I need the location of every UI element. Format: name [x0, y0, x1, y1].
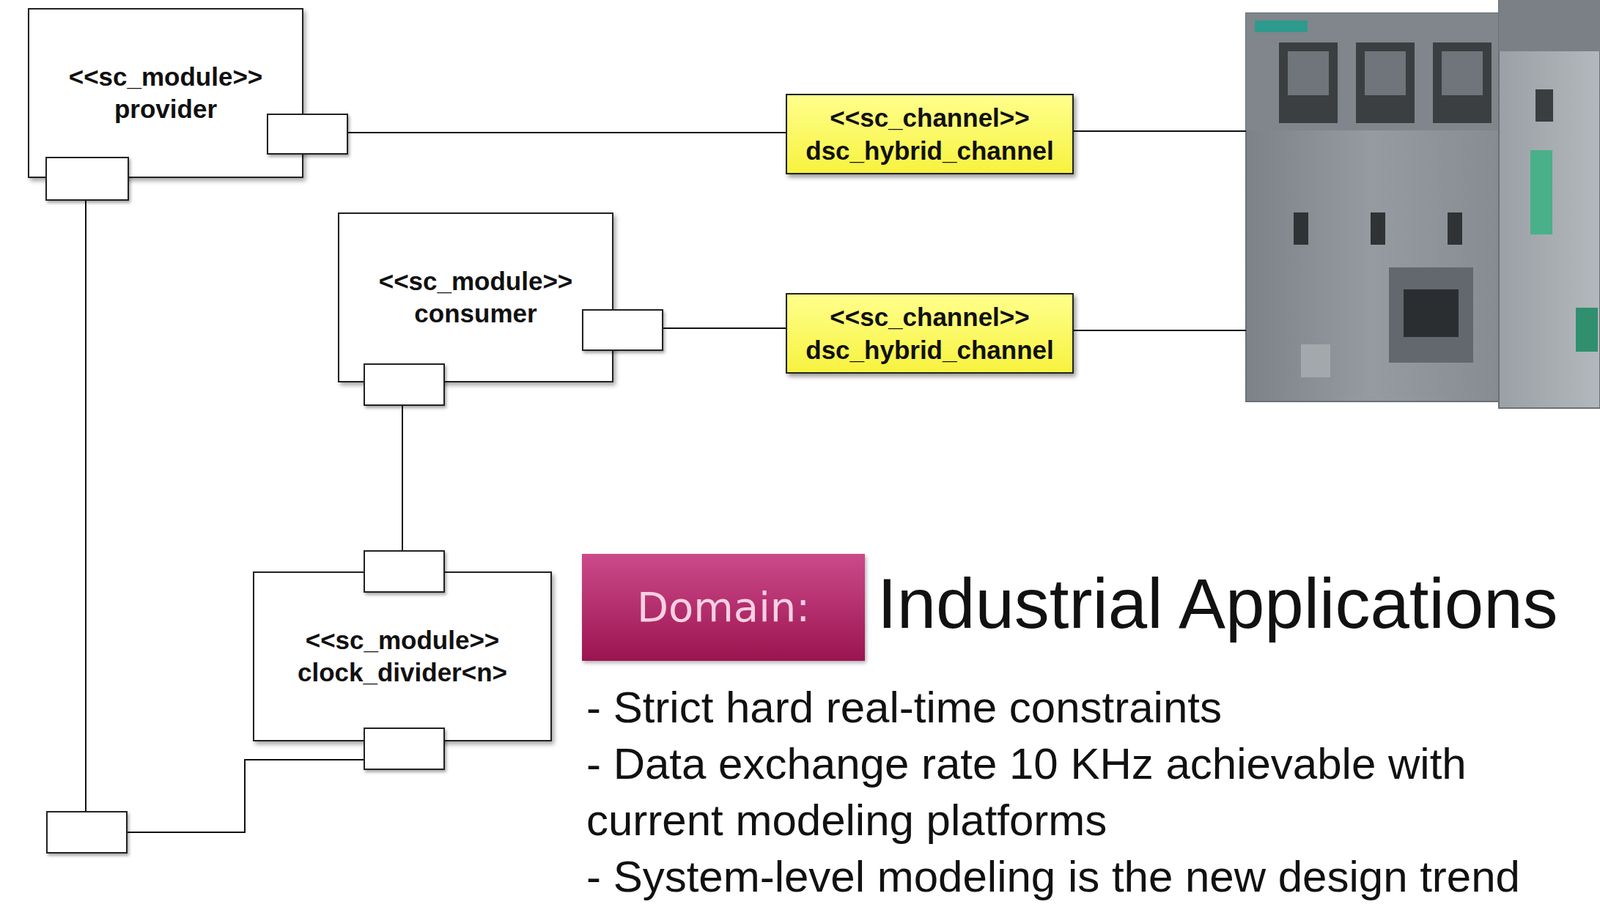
bullet-list: - Strict hard real-time constraints- Dat…	[586, 679, 1569, 906]
node-title: dsc_hybrid_channel	[805, 134, 1054, 168]
node-title: clock_divider<n>	[297, 656, 508, 689]
plc-illustration	[1245, 0, 1600, 409]
stereotype-text: <<sc_channel>>	[829, 300, 1030, 334]
channel-box: <<sc_channel>>dsc_hybrid_channel	[785, 93, 1074, 175]
node-title: dsc_hybrid_channel	[805, 333, 1054, 367]
module-box: <<sc_module>>clock_divider<n>	[252, 571, 552, 742]
stereotype-text: <<sc_module>>	[68, 60, 264, 94]
domain-heading: Industrial Applications	[877, 563, 1559, 645]
connector-line	[401, 382, 404, 572]
module-box: <<sc_module>>consumer	[337, 212, 614, 383]
domain-badge: Domain:	[581, 554, 865, 662]
node-title: consumer	[414, 297, 537, 330]
stereotype-text: <<sc_module>>	[305, 624, 500, 657]
port-box	[45, 156, 129, 201]
module-box: <<sc_module>>provider	[27, 8, 304, 179]
stereotype-text: <<sc_channel>>	[829, 101, 1030, 135]
port-box	[363, 727, 445, 771]
bullet-text: - System-level modeling is the new desig…	[586, 848, 1569, 906]
node-title: provider	[114, 93, 217, 126]
plc-wire	[1073, 329, 1246, 332]
node-title: Domain:	[636, 581, 810, 634]
port-box	[581, 309, 664, 352]
port-box	[363, 550, 445, 593]
bullet-text: - Data exchange rate 10 KHz achievable w…	[586, 735, 1569, 849]
port-box	[363, 363, 445, 407]
channel-box: <<sc_channel>>dsc_hybrid_channel	[785, 293, 1074, 374]
plc-wire	[1073, 130, 1246, 132]
port-box	[266, 113, 349, 155]
port-box	[46, 811, 128, 854]
stereotype-text: <<sc_module>>	[378, 265, 574, 298]
connector-line	[303, 131, 786, 134]
bullet-text: - Strict hard real-time constraints	[586, 679, 1569, 736]
